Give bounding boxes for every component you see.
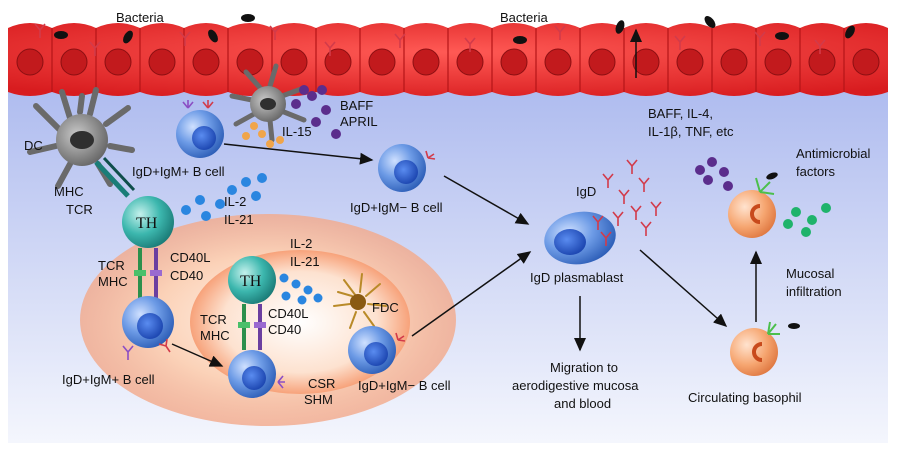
il21-label-top: IL-21 <box>224 212 254 227</box>
fdc <box>333 273 387 329</box>
b-cell-label-bottom-mid: IgD+IgM− B cell <box>358 378 451 393</box>
il2-il21-dots-top <box>181 173 267 221</box>
fdc-label: FDC <box>372 300 399 315</box>
sampling-dendritic-cell <box>229 63 307 143</box>
th-cell-top <box>122 196 174 248</box>
secreted-igd <box>602 159 662 236</box>
th-cell-inner <box>228 256 276 304</box>
il2-label-inner: IL-2 <box>290 236 312 251</box>
basophil-label: Circulating basophil <box>688 390 802 405</box>
cytokines-label-2: IL-1β, TNF, etc <box>648 124 734 139</box>
lumen-antibodies <box>34 23 826 56</box>
dc-label: DC <box>24 138 43 153</box>
mhc-label-2: MHC <box>98 274 128 289</box>
th-label-top: TH <box>136 215 158 232</box>
igd-plasmablast <box>544 211 616 265</box>
cd40-label-1: CD40 <box>170 268 203 283</box>
mucosal-basophil <box>728 172 778 238</box>
mucosal-label-2: infiltration <box>786 284 842 299</box>
il21-label-inner: IL-21 <box>290 254 320 269</box>
th-b-synapse-2 <box>238 304 266 350</box>
shm-label: SHM <box>304 392 333 407</box>
b-cell-bottom-left <box>122 296 174 360</box>
tcr-label-3: TCR <box>200 312 227 327</box>
antimicrobial-label-1: Antimicrobial <box>796 146 871 161</box>
plasmablast-label: IgD plasmablast <box>530 270 624 285</box>
csr-label: CSR <box>308 376 335 391</box>
th-label-inner: TH <box>240 273 262 290</box>
il15-dots <box>242 122 284 148</box>
dendritic-cell <box>27 87 135 189</box>
circulating-basophil <box>730 321 800 376</box>
igd-label: IgD <box>576 184 596 199</box>
b-cell-label-mid: IgD+IgM− B cell <box>350 200 443 215</box>
mhc-label-1: MHC <box>54 184 84 199</box>
migration-label-1: Migration to <box>550 360 618 375</box>
migration-label-3: and blood <box>554 396 611 411</box>
b-cell-label-bottom-left: IgD+IgM+ B cell <box>62 372 155 387</box>
cd40l-label-2: CD40L <box>268 306 308 321</box>
baff-label-left: BAFF <box>340 98 373 113</box>
mhc-label-3: MHC <box>200 328 230 343</box>
migration-label-2: aerodigestive mucosa <box>512 378 639 393</box>
baff-dots-right <box>695 157 733 191</box>
tcr-label-2: TCR <box>98 258 125 273</box>
b-cell-mid <box>378 144 436 192</box>
antimicrobial-dots <box>783 203 831 237</box>
th-b-synapse-1 <box>134 248 162 300</box>
lumen-bacteria <box>54 14 855 44</box>
cytokines-label-1: BAFF, IL-4, <box>648 106 713 121</box>
il2-il21-dots-inner <box>279 273 323 305</box>
tcr-label-1: TCR <box>66 202 93 217</box>
b-cell-bottom-mid <box>348 326 406 374</box>
cd40l-label-1: CD40L <box>170 250 210 265</box>
epithelial-layer <box>8 23 888 96</box>
bacteria-label-right: Bacteria <box>500 10 548 25</box>
il2-label-top: IL-2 <box>224 194 246 209</box>
bacteria-label-left: Bacteria <box>116 10 164 25</box>
baff-april-dots <box>291 85 341 139</box>
cd40-label-2: CD40 <box>268 322 301 337</box>
mucosal-label-1: Mucosal <box>786 266 835 281</box>
b-cell-top <box>176 100 224 158</box>
mhc-tcr-synapse-1 <box>94 156 136 198</box>
b-cell-label-top: IgD+IgM+ B cell <box>132 164 225 179</box>
il15-label: IL-15 <box>282 124 312 139</box>
arrows <box>171 28 762 367</box>
april-label: APRIL <box>340 114 378 129</box>
antimicrobial-label-2: factors <box>796 164 836 179</box>
b-cell-inner <box>228 350 285 398</box>
